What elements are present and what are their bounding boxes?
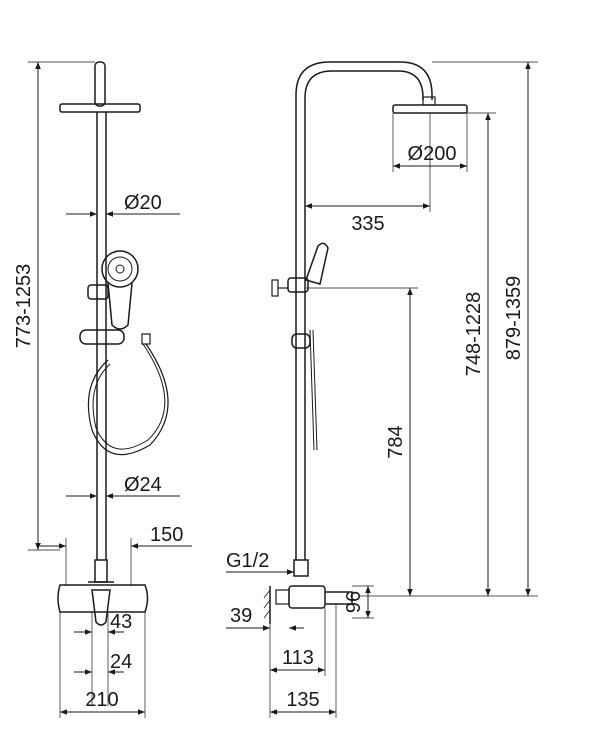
front-rail bbox=[96, 112, 107, 560]
side-arm-reach-label: 335 bbox=[351, 213, 384, 235]
dim-side-wall-offset: 39 bbox=[226, 605, 304, 631]
side-wall-offset-label: 39 bbox=[230, 605, 252, 627]
dim-front-bracket-width: 150 bbox=[40, 524, 192, 586]
front-hand-shower bbox=[87, 250, 139, 330]
dim-front-outlet-width: 43 bbox=[74, 611, 132, 706]
side-wall bbox=[263, 586, 271, 624]
dim-side-head-height: 748-1228 bbox=[463, 112, 496, 596]
front-view: 773-1253 Ø20 Ø24 150 43 bbox=[13, 61, 192, 718]
front-bracket-width-label: 150 bbox=[150, 524, 183, 546]
dim-front-total-height: 773-1253 bbox=[13, 61, 95, 551]
dim-side-body-height: 96 bbox=[343, 585, 374, 619]
side-hand-shower bbox=[271, 242, 329, 297]
dim-side-body-depth: 113 bbox=[269, 608, 326, 718]
front-hose bbox=[87, 343, 169, 456]
front-total-height-label: 773-1253 bbox=[13, 264, 35, 349]
dim-side-arm-reach: 335 bbox=[305, 113, 431, 235]
front-body-width-label: 210 bbox=[85, 689, 118, 711]
dim-side-outlet-height: 784 bbox=[306, 287, 418, 596]
side-thread-label: G1/2 bbox=[226, 550, 269, 572]
dim-side-thread: G1/2 bbox=[226, 550, 294, 575]
front-outlet-width-label: 43 bbox=[110, 611, 132, 633]
dim-side-total-height: 879-1359 bbox=[432, 61, 538, 596]
side-slider bbox=[291, 329, 318, 451]
dim-front-lower-pipe-diameter: Ø24 bbox=[66, 474, 180, 499]
dim-front-body-width: 210 bbox=[59, 612, 146, 718]
front-lever-width-label: 24 bbox=[110, 651, 132, 673]
side-head-height-label: 748-1228 bbox=[463, 292, 485, 377]
front-lower-pipe-diameter-label: Ø24 bbox=[124, 474, 162, 496]
side-body-depth-label: 113 bbox=[282, 647, 314, 669]
front-mixer bbox=[57, 559, 149, 626]
side-riser bbox=[295, 61, 433, 560]
dim-front-rail-diameter: Ø20 bbox=[66, 192, 180, 217]
front-shower-head bbox=[59, 61, 141, 113]
side-view: Ø200 335 784 748-1228 879-1359 bbox=[226, 61, 538, 718]
dim-front-lever-width: 24 bbox=[74, 651, 132, 675]
front-rail-diameter-label: Ø20 bbox=[124, 192, 162, 214]
side-total-height-label: 879-1359 bbox=[503, 276, 525, 361]
front-slider bbox=[79, 329, 151, 345]
dim-side-total-depth: 135 bbox=[270, 604, 337, 718]
side-shower-head bbox=[392, 96, 468, 114]
side-body-height-label: 96 bbox=[343, 591, 365, 613]
side-head-diameter-label: Ø200 bbox=[408, 143, 457, 165]
side-outlet-height-label: 784 bbox=[385, 425, 407, 458]
side-mixer bbox=[275, 559, 353, 609]
side-total-depth-label: 135 bbox=[286, 689, 319, 711]
